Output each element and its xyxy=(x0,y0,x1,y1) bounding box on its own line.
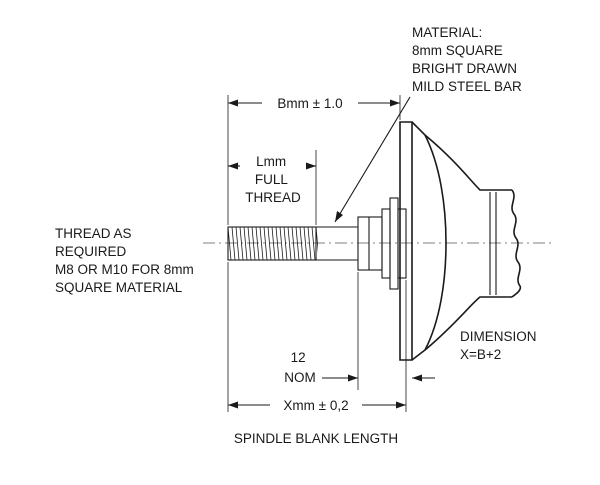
thread-line xyxy=(307,226,312,261)
nom-label: 12 NOM xyxy=(284,350,316,385)
thread-line xyxy=(311,226,316,261)
thread-line xyxy=(259,226,264,261)
dimension-x-arrow xyxy=(412,374,435,382)
housing-flange xyxy=(399,121,522,361)
collar xyxy=(357,197,407,290)
nom-dimension xyxy=(322,272,359,390)
thread-line xyxy=(247,226,252,261)
x-dimension xyxy=(227,262,407,412)
thread-line xyxy=(243,226,248,261)
dimension-x-label: DIMENSION X=B+2 xyxy=(460,329,540,362)
thread-line xyxy=(291,226,296,261)
thread-line xyxy=(287,226,292,261)
b-dimension xyxy=(227,95,401,225)
material-label: MATERIAL: 8mm SQUARE BRIGHT DRAWN MILD S… xyxy=(412,25,522,94)
thread-line xyxy=(235,226,240,261)
thread-line xyxy=(320,227,323,260)
x-dimension-label: Xmm ± 0,2 xyxy=(283,398,348,413)
threaded-section xyxy=(224,226,323,261)
l-dimension xyxy=(228,150,317,225)
thread-line xyxy=(239,226,244,261)
material-leader xyxy=(334,96,411,223)
thread-line xyxy=(299,226,304,261)
thread-line xyxy=(315,226,318,254)
thread-line xyxy=(255,226,260,261)
thread-line xyxy=(263,226,268,261)
thread-line xyxy=(267,226,272,261)
thread-line xyxy=(271,226,276,261)
thread-line xyxy=(251,226,256,261)
caption: SPINDLE BLANK LENGTH xyxy=(234,431,398,446)
thread-label: THREAD AS REQUIRED M8 OR M10 FOR 8mm SQU… xyxy=(55,226,198,295)
l-dimension-label: Lmm FULL THREAD xyxy=(245,154,301,205)
spindle-shank xyxy=(316,226,358,261)
thread-line xyxy=(303,226,308,261)
b-dimension-label: Bmm ± 1.0 xyxy=(277,96,342,111)
thread-line xyxy=(231,226,236,261)
thread-line xyxy=(295,226,300,261)
thread-line xyxy=(228,226,232,261)
thread-line xyxy=(279,226,284,261)
thread-line xyxy=(283,226,288,261)
thread-line xyxy=(275,226,280,261)
thread-line xyxy=(224,227,227,260)
